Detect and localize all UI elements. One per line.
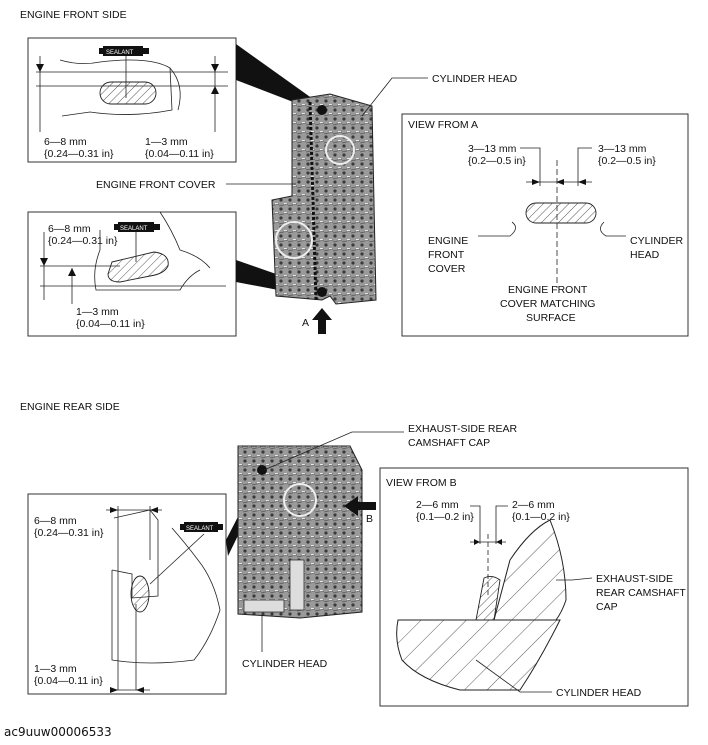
view-b-cylinder-head-label: CYLINDER HEAD [556,687,642,699]
rear-detail-dim-bottom: 1—3 mm [34,663,77,675]
callout-wedge-top [236,44,320,110]
view-from-b: VIEW FROM B 2—6 mm {0.1—0.2 in} 2—6 mm {… [379,467,689,707]
sealant-bead [475,575,501,621]
svg-text:{0.24—0.31 in}: {0.24—0.31 in} [48,235,118,247]
view-b-dim-left: 2—6 mm [416,499,459,511]
svg-text:CAP: CAP [596,601,618,613]
svg-text:{0.1—0.2 in}: {0.1—0.2 in} [416,511,474,523]
view-a-arrow [312,308,332,334]
svg-text:COVER: COVER [428,263,466,275]
engine-rear-illustration [237,445,363,619]
cylinder-head-label: CYLINDER HEAD [432,73,518,85]
sealant-bead [130,575,150,613]
view-a-matching-surface: ENGINE FRONT [508,284,588,296]
svg-text:{0.04—0.11 in}: {0.04—0.11 in} [76,318,145,330]
view-a-dim-right: 3—13 mm [598,143,647,155]
front-section-title: ENGINE FRONT SIDE [20,9,127,21]
view-a-title: VIEW FROM A [408,119,478,131]
view-a-engine-front-cover: ENGINE [428,235,468,247]
view-a-cylinder-head: CYLINDER [630,235,684,247]
sealant-bead [99,81,157,105]
view-a-dim-left: 3—13 mm [468,143,517,155]
view-a-arrow-label: A [302,317,309,329]
view-b-arrow [344,496,376,516]
svg-text:{0.2—0.5 in}: {0.2—0.5 in} [468,155,526,167]
view-b-arrow-label: B [366,513,373,525]
rear-detail: SEALANT 6—8 mm {0.24—0.31 in} 1—3 mm {0.… [27,493,227,695]
svg-text:{0.04—0.11 in}: {0.04—0.11 in} [145,148,214,160]
svg-text:{0.2—0.5 in}: {0.2—0.5 in} [598,155,656,167]
view-b-cylinder-head-shape [396,619,561,691]
svg-text:REAR CAMSHAFT: REAR CAMSHAFT [596,587,686,599]
svg-text:FRONT: FRONT [428,249,465,261]
exhaust-cap-label: EXHAUST-SIDE REAR [408,423,518,435]
front-bottom-dim-bottom: 1—3 mm [76,306,119,318]
svg-text:{0.24—0.31 in}: {0.24—0.31 in} [34,527,104,539]
front-top-detail: SEALANT 6—8 mm {0.24—0.31 in} 1—3 mm {0.… [27,37,237,163]
svg-text:{0.04—0.11 in}: {0.04—0.11 in} [34,675,103,687]
svg-text:{0.1—0.2 in}: {0.1—0.2 in} [512,511,570,523]
view-b-title: VIEW FROM B [386,477,457,489]
engine-front-illustration [271,93,377,305]
svg-text:HEAD: HEAD [630,249,660,261]
view-b-camshaft-cap-shape [493,519,567,621]
svg-text:SEALANT: SEALANT [106,50,134,56]
svg-text:SEALANT: SEALANT [120,226,148,232]
svg-text:SURFACE: SURFACE [526,312,576,324]
front-bottom-detail: SEALANT 6—8 mm {0.24—0.31 in} 1—3 mm {0.… [27,211,237,337]
engine-front-cover-label: ENGINE FRONT COVER [96,179,216,191]
front-top-dim-right: 1—3 mm [145,136,188,148]
rear-section-title: ENGINE REAR SIDE [20,401,120,413]
svg-text:CAMSHAFT CAP: CAMSHAFT CAP [408,437,490,449]
sealant-bead [107,251,169,283]
svg-text:SEALANT: SEALANT [186,526,214,532]
view-b-dim-right: 2—6 mm [512,499,555,511]
rear-cylinder-head-label: CYLINDER HEAD [242,658,328,670]
sealant-tube-icon: SEALANT [99,46,149,56]
svg-text:{0.24—0.31 in}: {0.24—0.31 in} [44,148,114,160]
figure-code: ac9uuw00006533 [4,725,112,739]
front-top-dim-left: 6—8 mm [44,136,87,148]
view-from-a: VIEW FROM A 3—13 mm {0.2—0.5 in} 3—13 mm… [401,113,689,337]
sealant-bead [525,202,597,224]
svg-text:COVER MATCHING: COVER MATCHING [500,298,595,310]
rear-detail-dim-top: 6—8 mm [34,515,77,527]
sealant-tube-icon: SEALANT [114,222,160,232]
view-b-cap-label: EXHAUST-SIDE [596,573,673,585]
sealant-tube-icon: SEALANT [180,522,223,532]
front-bottom-dim-top: 6—8 mm [48,223,91,235]
